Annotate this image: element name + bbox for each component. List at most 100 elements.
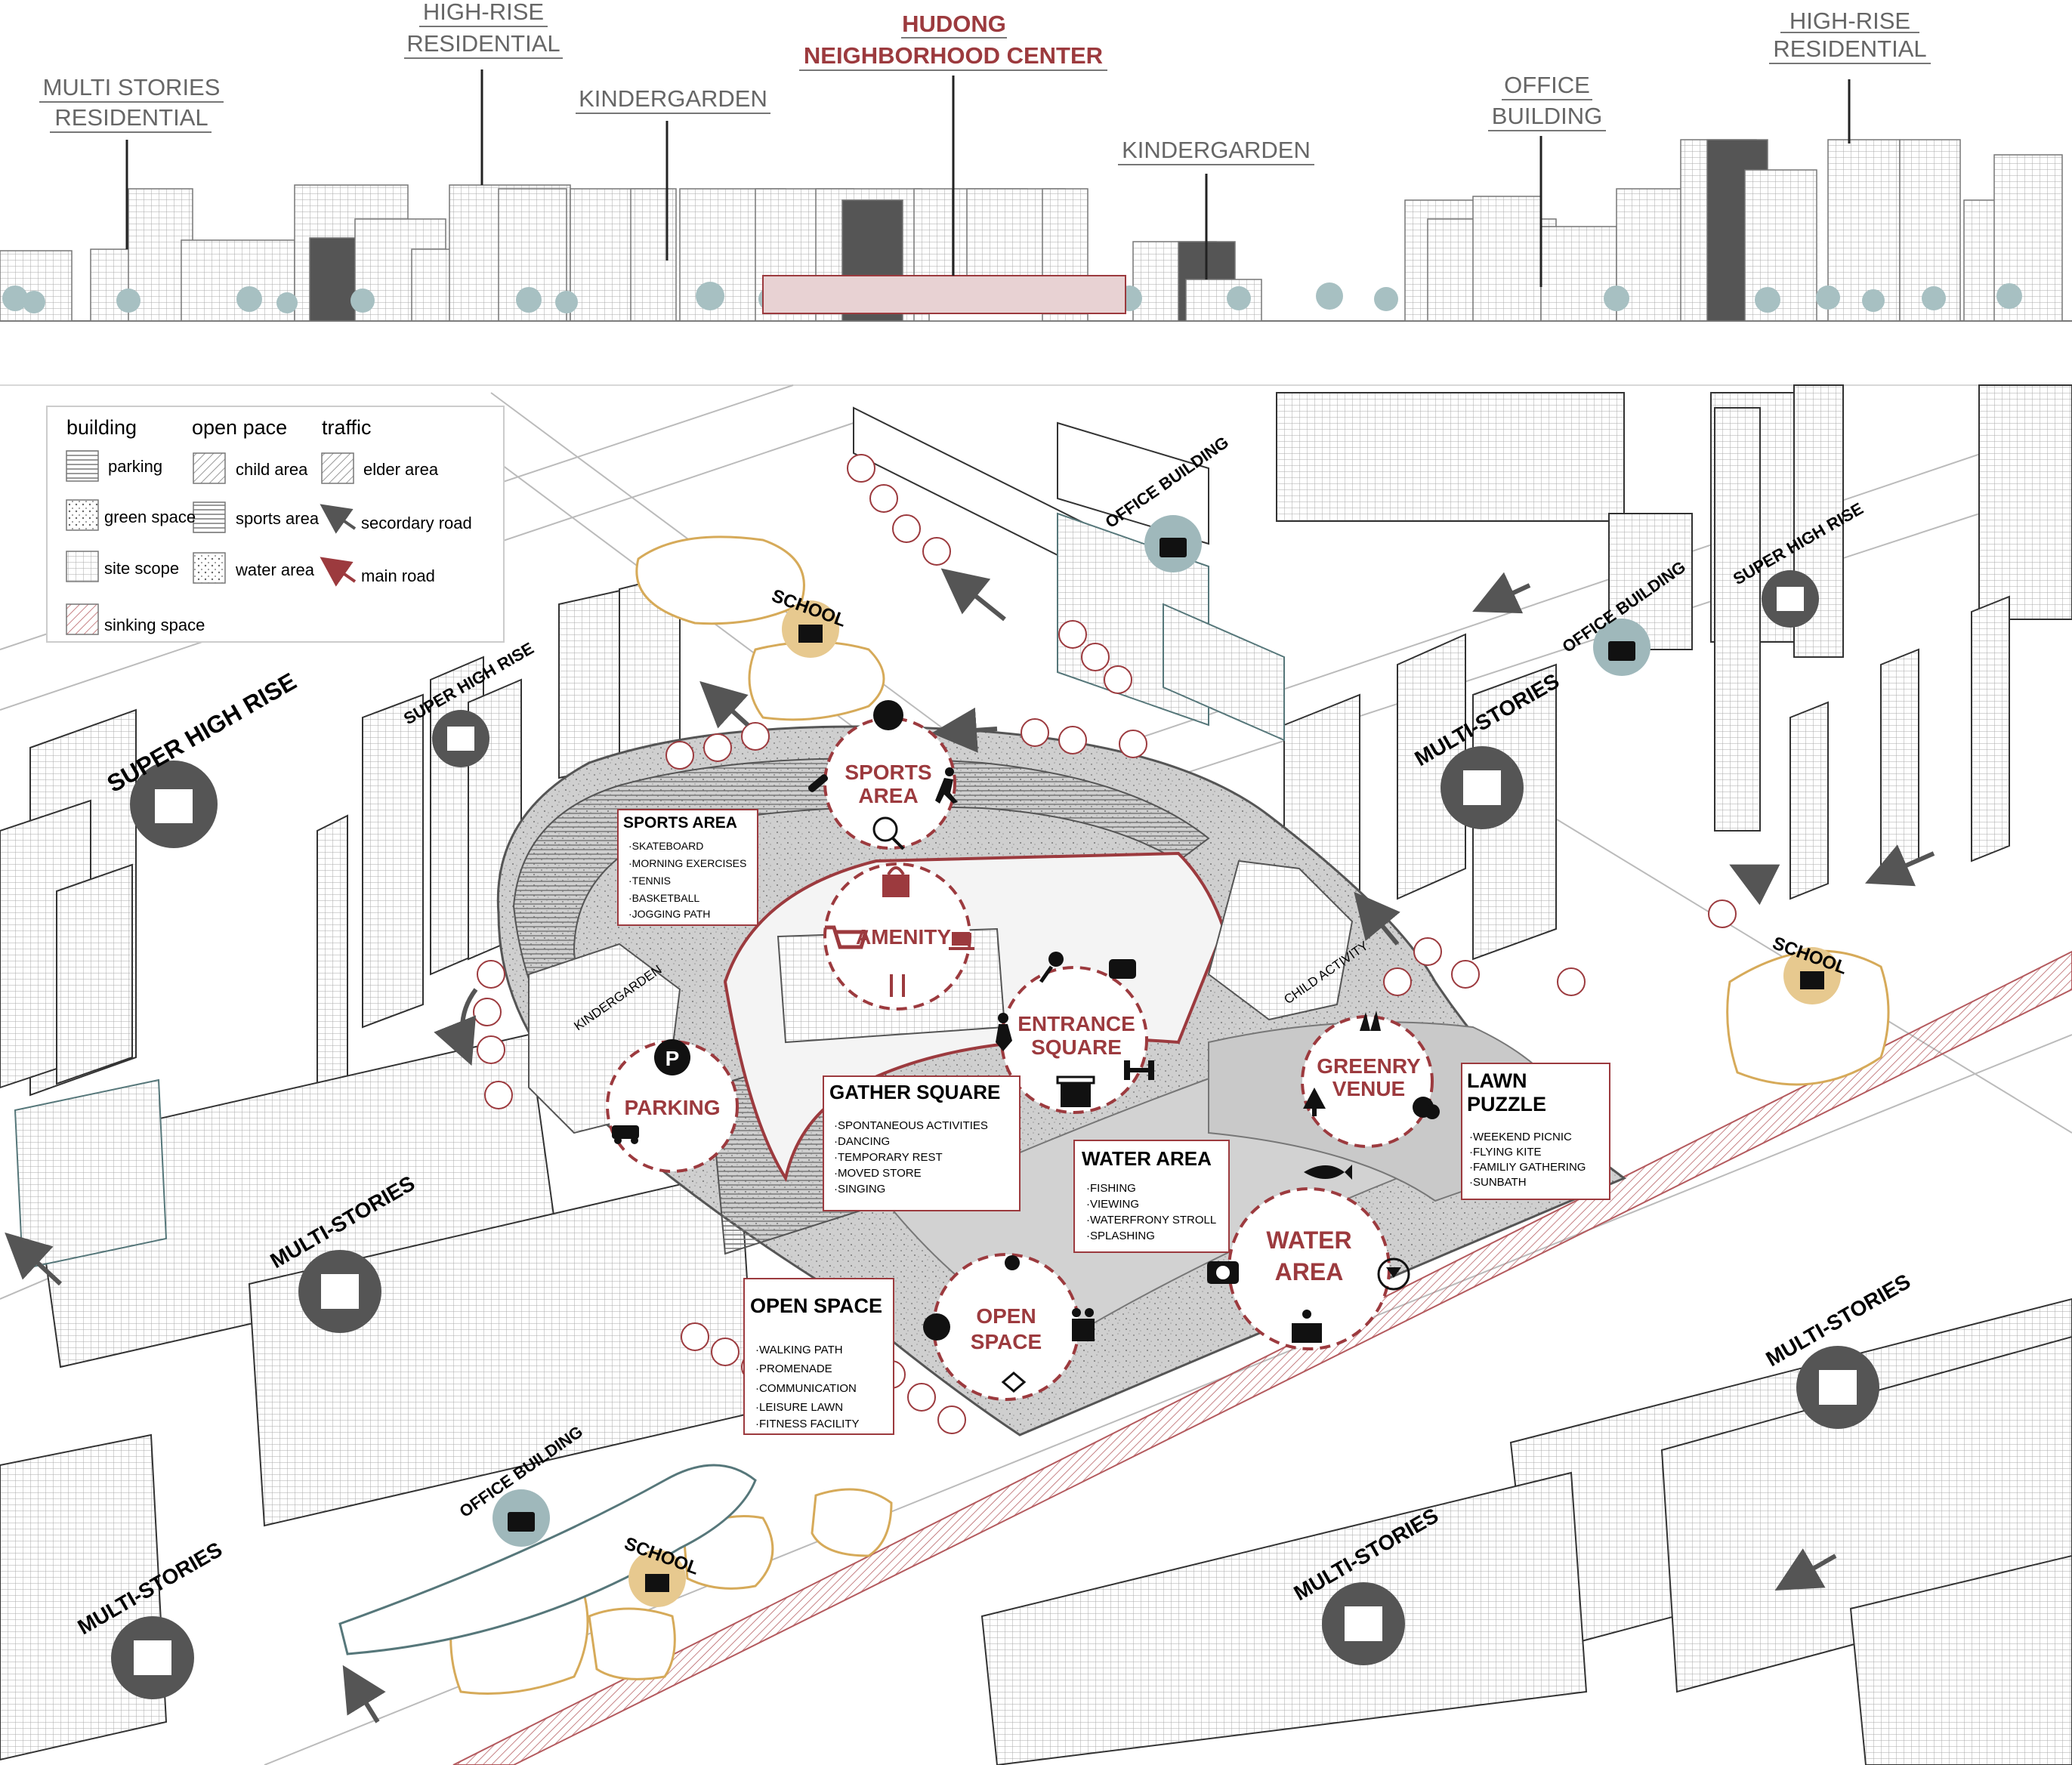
skyline-label-high-rise-left: HIGH-RISE — [423, 0, 544, 25]
bush-icon — [1413, 1097, 1440, 1119]
info-gather-title: GATHER SQUARE — [829, 1081, 1000, 1103]
info-lawn-item: ·FAMILIY GATHERING — [1469, 1161, 1586, 1174]
zone-entrance-label: ENTRANCE — [1017, 1012, 1135, 1035]
skyline-label-high-rise-right-2: RESIDENTIAL — [1773, 35, 1926, 62]
info-water-title: WATER AREA — [1082, 1147, 1212, 1170]
fish-icon — [1304, 1165, 1352, 1180]
zone-water-label-2: AREA — [1275, 1258, 1344, 1285]
school-icon — [645, 1574, 669, 1592]
info-gather-item: ·SPONTANEOUS ACTIVITIES — [834, 1119, 988, 1132]
briefcase-icon — [1608, 641, 1635, 661]
info-sports-item: ·TENNIS — [628, 875, 671, 887]
svg-text:P: P — [665, 1047, 680, 1070]
info-box-open: OPEN SPACE ·WALKING PATH ·PROMENADE ·COM… — [743, 1278, 894, 1435]
rail-corridor — [452, 950, 2072, 1765]
legend-item-parking: parking — [108, 457, 162, 476]
legend-item-main-road: main road — [361, 566, 435, 585]
legend-item-child: child area — [236, 460, 308, 479]
grass-icon — [1360, 1011, 1381, 1031]
info-open-item: ·FITNESS FACILITY — [755, 1418, 860, 1430]
runner-icon — [935, 767, 958, 804]
info-box-water: WATER AREA ·FISHING ·VIEWING ·WATERFRONY… — [1073, 1140, 1230, 1253]
info-box-gather: GATHER SQUARE ·SPONTANEOUS ACTIVITIES ·D… — [823, 1075, 1021, 1211]
cart-icon — [825, 925, 869, 949]
apartment-icon — [1345, 1606, 1382, 1641]
legend-header-building: building — [66, 416, 137, 439]
skyline-label-high-rise-right: HIGH-RISE — [1789, 8, 1910, 34]
skyline-label-high-rise-left-2: RESIDENTIAL — [406, 30, 560, 57]
cocktail-icon — [1377, 1257, 1410, 1291]
legend-header-traffic: traffic — [322, 416, 372, 439]
info-sports-title: SPORTS AREA — [623, 814, 737, 832]
info-sports-item: ·JOGGING PATH — [628, 908, 710, 920]
skyline-label-underlines — [39, 26, 1931, 165]
child-activity-building — [1207, 859, 1354, 1021]
tennis-icon — [872, 816, 905, 850]
zone-greenery-label-2: VENUE — [1332, 1077, 1405, 1100]
skyline-label-multi-stories-2: RESIDENTIAL — [54, 104, 208, 131]
apartment-icon — [1819, 1370, 1857, 1405]
legend-item-elder: elder area — [363, 460, 439, 479]
parking-icon: P — [654, 1039, 690, 1075]
skyline-label-hudong: HUDONG — [902, 11, 1006, 37]
info-sports-item: ·BASKETBALL — [628, 892, 699, 904]
skyline-buildings — [0, 139, 2063, 322]
legend-header-open: open pace — [192, 416, 287, 439]
coffee-icon — [949, 932, 974, 950]
zone-parking-label: PARKING — [624, 1096, 720, 1119]
info-lawn-item: ·WEEKEND PICNIC — [1469, 1131, 1572, 1143]
skyline-label-office: OFFICE — [1504, 72, 1590, 98]
sun-icon — [1005, 1255, 1020, 1270]
briefcase-icon — [508, 1512, 535, 1532]
apartment-icon — [134, 1640, 171, 1675]
skyline-label-kindergarden-left: KINDERGARDEN — [579, 85, 767, 112]
apartment-icon — [1463, 770, 1501, 805]
info-sports-item: ·MORNING EXERCISES — [628, 857, 746, 869]
zone-open-label: OPEN — [976, 1304, 1036, 1328]
shop-icon — [1056, 1075, 1095, 1107]
zone-sports-label-2: AREA — [858, 784, 918, 807]
info-water-item: ·WATERFRONY STROLL — [1086, 1214, 1216, 1227]
zone-open-label-2: SPACE — [971, 1330, 1042, 1353]
zone-amenity-label: AMENITY — [856, 925, 951, 949]
legend-item-sinking: sinking space — [104, 616, 205, 634]
info-gather-item: ·DANCING — [834, 1135, 890, 1148]
traffic-arrows — [5, 568, 1935, 1723]
zone-greenery-circle — [1301, 1015, 1434, 1148]
skyline-label-multi-stories: MULTI STORIES — [43, 74, 221, 100]
tree-icon — [1303, 1088, 1326, 1116]
cutlery-icon — [890, 974, 905, 997]
info-lawn-title: LAWN — [1467, 1069, 1527, 1092]
skyline-leader-lines — [125, 69, 1851, 287]
skyline-labels: MULTI STORIES RESIDENTIAL HIGH-RISE RESI… — [43, 0, 1927, 163]
skyline-label-office-2: BUILDING — [1492, 103, 1602, 129]
school-icon — [798, 625, 823, 643]
info-open-title: OPEN SPACE — [750, 1294, 882, 1317]
info-open-item: ·PROMENADE — [755, 1362, 832, 1375]
info-gather-item: ·TEMPORARY REST — [834, 1151, 943, 1164]
info-box-lawn: LAWN PUZZLE ·WEEKEND PICNIC ·FLYING KITE… — [1461, 1063, 1610, 1200]
site-plan: SPORTS AREA AMENITY ENTRANCE SQUARE PARK… — [0, 384, 2072, 1765]
skate-icon — [807, 774, 829, 792]
info-lawn-title-2: PUZZLE — [1467, 1093, 1546, 1115]
zone-circles — [606, 717, 1434, 1401]
dumbbell-icon — [1124, 1060, 1154, 1080]
site-trees — [473, 454, 1737, 1434]
tower-icon — [155, 789, 193, 823]
info-box-sports: SPORTS AREA ·SKATEBOARD ·MORNING EXERCIS… — [617, 809, 758, 926]
skyline-section: MULTI STORIES RESIDENTIAL HIGH-RISE RESI… — [0, 0, 2072, 322]
bag-icon — [882, 866, 909, 897]
kite-icon — [1001, 1372, 1027, 1393]
briefcase-icon — [1160, 538, 1187, 557]
dancer-icon — [996, 1013, 1012, 1051]
ball-icon — [873, 700, 903, 730]
mic-icon — [1039, 952, 1064, 983]
legend-item-water: water area — [235, 560, 315, 579]
skyline-label-hudong-2: NEIGHBORHOOD CENTER — [804, 42, 1103, 69]
school-icon — [1800, 971, 1824, 989]
fishing-icon — [1292, 1310, 1322, 1343]
zone-labels: SPORTS AREA AMENITY ENTRANCE SQUARE PARK… — [624, 761, 1421, 1353]
zone-water-label: WATER — [1266, 1227, 1351, 1254]
info-water-item: ·VIEWING — [1086, 1198, 1139, 1211]
